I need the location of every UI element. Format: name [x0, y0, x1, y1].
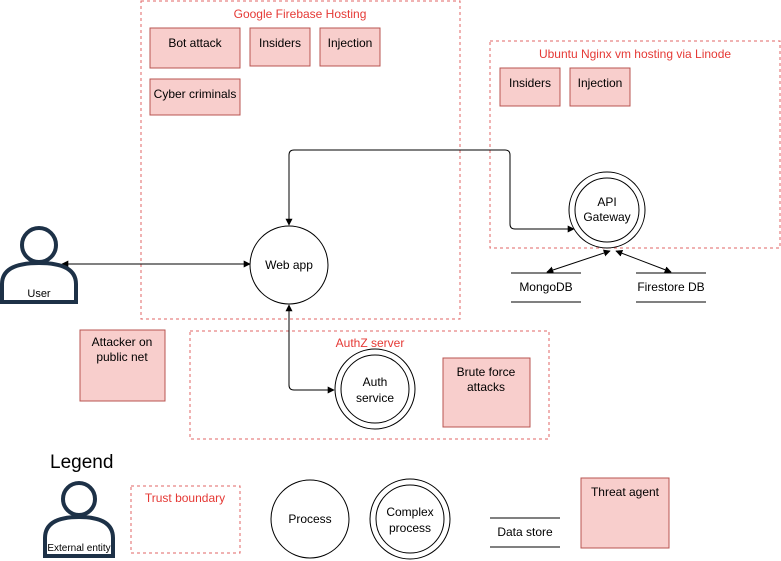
svg-text:Insiders: Insiders [509, 76, 551, 90]
svg-text:Data store: Data store [497, 525, 553, 539]
threat-insiders-ubuntu: Insiders [499, 67, 561, 107]
svg-text:Threat agent: Threat agent [591, 485, 660, 499]
legend-data-store: Data store [490, 517, 560, 548]
svg-text:Injection: Injection [328, 36, 373, 50]
svg-text:MongoDB: MongoDB [519, 280, 572, 294]
boundary-ubuntu: Ubuntu Nginx vm hosting via Linode [489, 40, 781, 249]
legend-external-entity: External entity [43, 481, 115, 558]
svg-text:service: service [356, 391, 394, 405]
threat-insiders-firebase: Insiders [249, 27, 311, 67]
svg-text:Attacker on: Attacker on [92, 335, 153, 349]
flow-webapp-api-gateway [285, 149, 575, 233]
data-store-firestore: Firestore DB [636, 272, 706, 303]
legend-process: Process [270, 479, 350, 559]
user-head-icon [20, 226, 58, 264]
svg-text:public net: public net [96, 350, 148, 364]
boundary-authz-label: AuthZ server [336, 336, 405, 350]
svg-text:Cyber criminals: Cyber criminals [154, 87, 237, 101]
threat-brute-force: Brute force attacks [442, 357, 531, 428]
legend-trust-boundary: Trust boundary [130, 485, 241, 554]
svg-text:Injection: Injection [578, 76, 623, 90]
threat-injection-firebase: Injection [319, 27, 381, 67]
svg-text:Process: Process [288, 512, 331, 526]
svg-text:Gateway: Gateway [583, 210, 630, 224]
legend-entity-head-icon [61, 481, 97, 517]
boundary-firebase: Google Firebase Hosting [140, 0, 461, 320]
legend-title: Legend [50, 452, 113, 473]
boundary-ubuntu-label: Ubuntu Nginx vm hosting via Linode [539, 47, 731, 61]
flow-api-firestore [615, 249, 672, 274]
svg-text:Brute force: Brute force [457, 365, 516, 379]
svg-text:API: API [597, 195, 616, 209]
process-web-app: Web app [249, 225, 329, 305]
svg-text:External entity: External entity [47, 543, 110, 554]
complex-process-auth-service: Auth service [334, 348, 416, 430]
svg-text:Complex: Complex [386, 505, 433, 519]
flow-api-mongodb [546, 249, 611, 274]
user-entity: User [0, 226, 78, 304]
svg-text:Web app: Web app [265, 258, 313, 272]
boundary-authz: AuthZ server [189, 330, 550, 440]
user-body-icon [0, 260, 78, 304]
threat-bot-attack: Bot attack [149, 27, 241, 69]
data-store-mongodb: MongoDB [511, 272, 581, 303]
legend-entity-body-icon [43, 514, 115, 558]
complex-process-api-gateway: API Gateway [568, 171, 646, 249]
svg-text:Bot attack: Bot attack [168, 36, 222, 50]
boundary-firebase-label: Google Firebase Hosting [234, 7, 367, 21]
legend-complex-process: Complex process [369, 478, 451, 560]
svg-text:Auth: Auth [363, 375, 388, 389]
threat-attacker-public-net: Attacker on public net [79, 329, 166, 402]
threat-injection-ubuntu: Injection [569, 67, 631, 107]
svg-text:Insiders: Insiders [259, 36, 301, 50]
svg-text:Firestore DB: Firestore DB [637, 280, 704, 294]
legend-threat-agent: Threat agent [580, 477, 670, 549]
threat-cyber-criminals: Cyber criminals [149, 78, 241, 116]
flow-webapp-auth-service [285, 304, 335, 394]
svg-text:process: process [389, 521, 431, 535]
svg-text:Trust boundary: Trust boundary [145, 491, 225, 505]
svg-text:attacks: attacks [467, 380, 505, 394]
user-label: User [27, 288, 51, 300]
